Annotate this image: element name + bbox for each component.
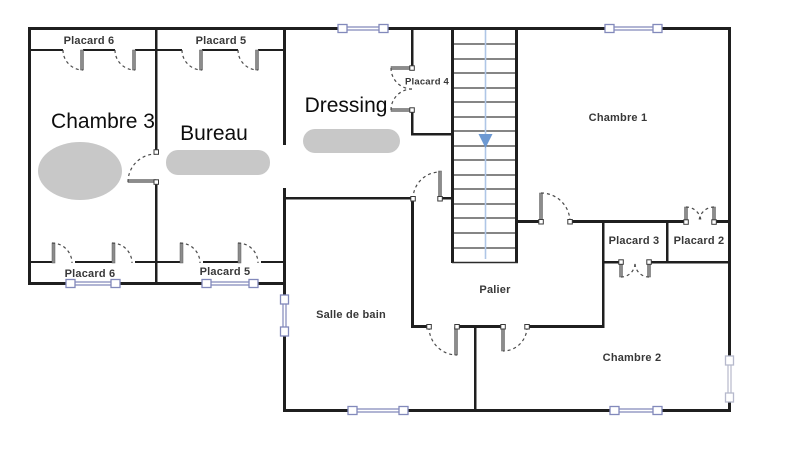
door bbox=[127, 149, 159, 185]
window bbox=[724, 355, 735, 403]
room-label-placard-6-top: Placard 6 bbox=[63, 35, 115, 47]
door bbox=[410, 170, 443, 202]
window bbox=[609, 405, 663, 416]
room-label-palier: Palier bbox=[479, 284, 511, 296]
doors bbox=[51, 49, 717, 356]
furniture bbox=[38, 129, 400, 200]
room-label-placard-6-bottom: Placard 6 bbox=[64, 268, 116, 280]
door bbox=[500, 324, 530, 352]
room-label-placard-2: Placard 2 bbox=[673, 235, 725, 247]
room-label-placard-4: Placard 4 bbox=[404, 76, 450, 88]
room-label-placard-3: Placard 3 bbox=[608, 235, 660, 247]
furniture-rect-dressing bbox=[303, 129, 400, 153]
closet-door bbox=[618, 259, 652, 278]
window bbox=[347, 405, 409, 416]
room-label-chambre-1: Chambre 1 bbox=[588, 112, 648, 124]
window bbox=[201, 278, 259, 289]
closet-door bbox=[51, 242, 259, 264]
furniture-rect-bureau bbox=[166, 150, 270, 175]
room-label-chambre-3: Chambre 3 bbox=[51, 110, 155, 133]
room-label-placard-5-top: Placard 5 bbox=[195, 35, 247, 47]
window bbox=[65, 278, 121, 289]
door bbox=[426, 324, 460, 356]
interior-walls bbox=[28, 27, 731, 411]
room-label-bureau: Bureau bbox=[180, 122, 248, 145]
closet-door bbox=[390, 65, 415, 113]
staircase bbox=[452, 30, 518, 264]
room-label-placard-5-bottom: Placard 5 bbox=[199, 266, 251, 278]
room-label-chambre-2: Chambre 2 bbox=[602, 352, 662, 364]
furniture-ellipse-chambre-3 bbox=[38, 142, 122, 200]
door bbox=[538, 192, 573, 225]
window bbox=[337, 23, 389, 34]
closet-door bbox=[62, 49, 259, 71]
windows bbox=[65, 23, 735, 416]
stairs-down-arrow-icon bbox=[478, 30, 493, 259]
room-label-salle-de-bain: Salle de bain bbox=[316, 309, 386, 321]
closet-door bbox=[683, 206, 717, 225]
window bbox=[279, 294, 290, 337]
window bbox=[604, 23, 663, 34]
room-label-dressing: Dressing bbox=[304, 94, 388, 117]
